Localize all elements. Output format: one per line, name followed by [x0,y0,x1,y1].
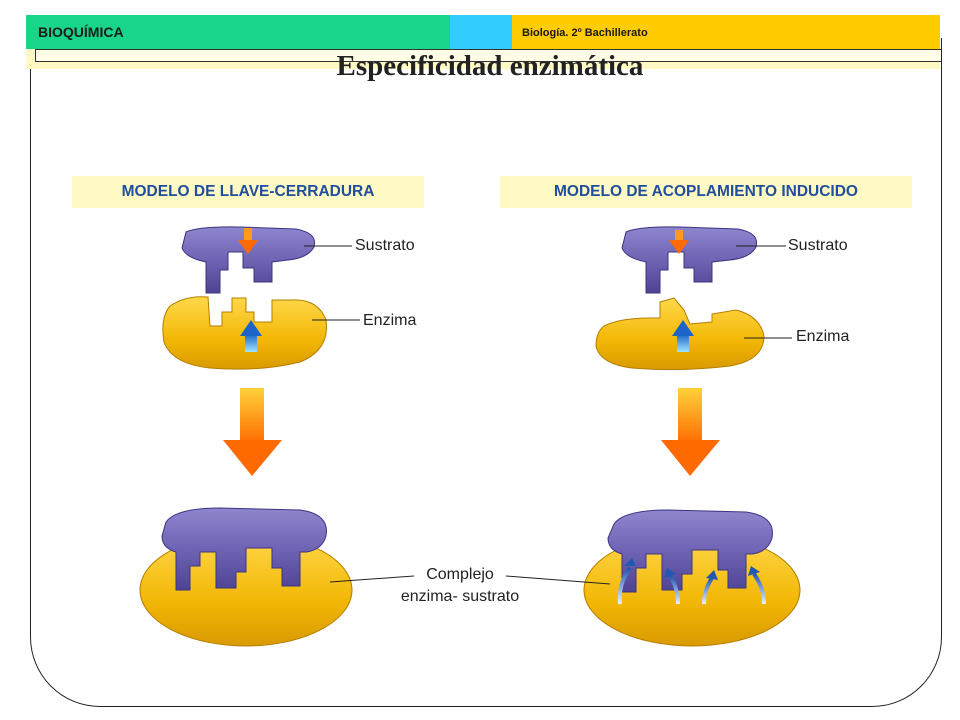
right-down-arrow-icon [669,230,689,254]
complex-label-line1: Complejo [426,566,494,583]
page-title: Especificidad enzimática [336,50,644,82]
left-complex-substrate [161,507,327,591]
left-enzyme-label: Enzima [363,312,417,329]
left-down-arrow-icon [238,228,258,254]
left-up-arrow-icon [240,320,262,352]
header-blue-bar [450,15,512,49]
title-underline-box [35,49,941,62]
complex-label-line2: enzima- sustrato [400,588,520,605]
left-big-down-arrow-icon [223,388,282,476]
induced-fit-model-label: MODELO DE ACOPLAMIENTO INDUCIDO [500,176,912,208]
right-enzyme-label: Enzima [796,328,850,345]
complex-label: Complejo enzima- sustrato [380,564,540,608]
left-complex-leader [329,575,415,583]
left-substrate-shape [181,226,316,294]
header-green-bar [26,15,450,49]
right-substrate-shape [621,226,758,294]
right-complex-leader [505,575,611,585]
right-up-arrow-icon [672,320,694,352]
header-yellow-bar [512,15,940,49]
induced-fit-curved-arrows-icon [617,558,766,605]
slide-frame [30,38,942,707]
header-course: Biología. 2º Bachillerato [522,27,648,39]
right-big-down-arrow-icon [661,388,720,476]
right-complex-substrate [607,509,773,593]
lock-key-model-label: MODELO DE LLAVE-CERRADURA [72,176,424,208]
right-substrate-label: Sustrato [788,237,848,254]
header-subject: BIOQUÍMICA [38,24,124,40]
left-substrate-label: Sustrato [355,237,415,254]
